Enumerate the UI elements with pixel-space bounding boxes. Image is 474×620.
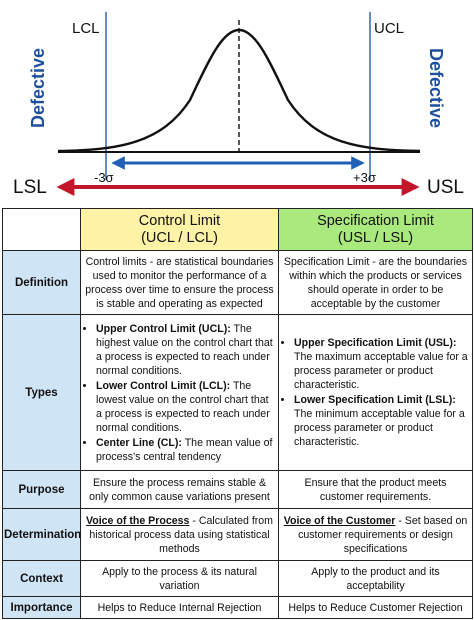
minus-sigma-label: -3σ bbox=[94, 170, 114, 185]
type-term: Upper Specification Limit (USL): bbox=[294, 337, 457, 349]
plus-sigma-label: +3σ bbox=[353, 170, 376, 185]
voice-of-process: Voice of the Process bbox=[85, 514, 190, 527]
determination-control: Voice of the Process - Calculated from h… bbox=[80, 508, 279, 561]
lsl-label: LSL bbox=[13, 177, 47, 198]
normal-curve bbox=[57, 28, 421, 153]
type-term: Center Line (CL): bbox=[96, 436, 182, 449]
table-row-determination: Determination Voice of the Process - Cal… bbox=[2, 508, 473, 561]
types-control-list: Upper Control Limit (UCL): The highest v… bbox=[85, 322, 274, 464]
table-row-definition: Definition Control limits - are statisti… bbox=[2, 250, 473, 315]
types-spec: Upper Specification Limit (USL): The max… bbox=[278, 314, 473, 471]
types-control: Upper Control Limit (UCL): The highest v… bbox=[80, 314, 279, 471]
type-text: The minimum acceptable value for a proce… bbox=[294, 408, 465, 448]
type-text: The mean value of process's central tend… bbox=[96, 436, 273, 463]
header-corner bbox=[2, 208, 81, 251]
type-term: Lower Specification Limit (LSL): bbox=[294, 394, 456, 406]
type-term: Lower Control Limit (LCL): bbox=[96, 379, 231, 392]
context-control: Apply to the process & its natural varia… bbox=[80, 560, 279, 597]
right-defective-label: Defective bbox=[426, 48, 446, 128]
context-spec: Apply to the product and its acceptabili… bbox=[278, 560, 473, 597]
header-control-limit: Control Limit (UCL / LCL) bbox=[80, 208, 279, 251]
row-label-importance: Importance bbox=[2, 596, 81, 619]
comparison-table: Control Limit (UCL / LCL) Specification … bbox=[2, 208, 473, 619]
header-spec-sub: (USL / LSL) bbox=[337, 229, 414, 246]
type-term: Upper Control Limit (UCL): bbox=[96, 322, 231, 335]
ucl-label: UCL bbox=[374, 20, 404, 37]
table-row-purpose: Purpose Ensure the process remains stabl… bbox=[2, 470, 473, 509]
table-row-importance: Importance Helps to Reduce Internal Reje… bbox=[2, 596, 473, 619]
table-header-row: Control Limit (UCL / LCL) Specification … bbox=[2, 208, 473, 251]
header-control-title: Control Limit bbox=[138, 212, 221, 229]
determination-spec: Voice of the Customer - Set based on cus… bbox=[278, 508, 473, 561]
importance-control: Helps to Reduce Internal Rejection bbox=[80, 596, 279, 619]
table-row-types: Types Upper Control Limit (UCL): The hig… bbox=[2, 314, 473, 471]
definition-spec: Specification Limit - are the boundaries… bbox=[278, 250, 473, 315]
list-item: Center Line (CL): The mean value of proc… bbox=[96, 436, 274, 464]
list-item: Lower Control Limit (LCL): The lowest va… bbox=[96, 379, 274, 435]
determination-spec-text: - Set based on customer requirements or … bbox=[298, 514, 468, 555]
purpose-spec: Ensure that the product meets customer r… bbox=[278, 470, 473, 509]
usl-label: USL bbox=[427, 177, 464, 198]
list-item: Lower Specification Limit (LSL): The min… bbox=[294, 393, 468, 449]
definition-control: Control limits - are statistical boundar… bbox=[80, 250, 279, 315]
row-label-purpose: Purpose bbox=[2, 470, 81, 509]
types-spec-list: Upper Specification Limit (USL): The max… bbox=[283, 336, 468, 449]
voice-of-customer: Voice of the Customer bbox=[283, 514, 396, 527]
lcl-label: LCL bbox=[72, 20, 100, 37]
importance-spec: Helps to Reduce Customer Rejection bbox=[278, 596, 473, 619]
row-label-context: Context bbox=[2, 560, 81, 597]
header-spec-limit: Specification Limit (USL / LSL) bbox=[278, 208, 473, 251]
row-label-definition: Definition bbox=[2, 250, 81, 315]
header-spec-title: Specification Limit bbox=[317, 212, 434, 229]
table-row-context: Context Apply to the process & its natur… bbox=[2, 560, 473, 597]
list-item: Upper Control Limit (UCL): The highest v… bbox=[96, 322, 274, 378]
header-control-sub: (UCL / LCL) bbox=[141, 229, 218, 246]
control-chart-diagram: LCL UCL -3σ +3σ LSL USL Defective Defect… bbox=[13, 12, 464, 198]
type-text: The highest value on the control chart t… bbox=[96, 322, 273, 377]
determination-control-text: - Calculated from historical process dat… bbox=[89, 514, 274, 555]
purpose-control: Ensure the process remains stable & only… bbox=[80, 470, 279, 509]
list-item: Upper Specification Limit (USL): The max… bbox=[294, 336, 468, 392]
left-defective-label: Defective bbox=[28, 48, 48, 128]
row-label-types: Types bbox=[2, 314, 81, 471]
type-text: The lowest value on the control chart th… bbox=[96, 379, 270, 434]
row-label-determination: Determination bbox=[2, 508, 81, 561]
type-text: The maximum acceptable value for a proce… bbox=[294, 351, 468, 391]
